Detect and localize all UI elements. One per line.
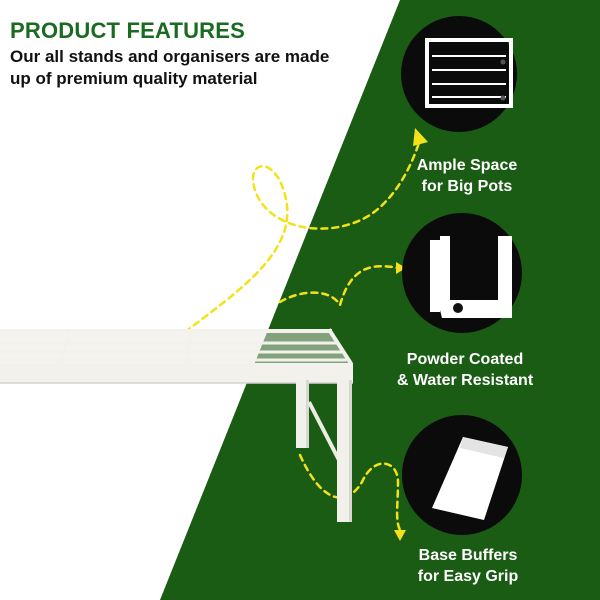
arrow-head-2 <box>396 262 406 274</box>
feature-line: & Water Resistant <box>396 372 534 389</box>
feature-label-base-buffers: Base Buffers for Easy Grip <box>373 545 563 587</box>
page-title: PRODUCT FEATURES <box>10 18 246 43</box>
feature-label-ample-space: Ample Space for Big Pots <box>372 155 562 197</box>
feature-line: Base Buffers <box>418 547 518 564</box>
feature-line: Powder Coated <box>406 351 524 368</box>
green-background-panel <box>160 0 600 600</box>
plant-stand-image <box>0 328 353 522</box>
rubber-buffer-icon <box>432 437 508 520</box>
wire-grid-icon <box>425 38 513 108</box>
subtitle-text: Our all stands and organisers are made u… <box>10 47 330 88</box>
feature-label-powder-coated: Powder Coated & Water Resistant <box>370 349 560 391</box>
arrow-head-3 <box>394 530 406 541</box>
dashed-arrow-1 <box>183 138 422 334</box>
arrow-head-1 <box>413 128 428 146</box>
corner-joint-icon <box>430 236 512 318</box>
feature-circle-1 <box>401 16 517 132</box>
feature-line: for Big Pots <box>421 178 513 195</box>
feature-line: Ample Space <box>416 157 518 174</box>
dashed-arrow-3 <box>298 453 402 532</box>
dashed-arrow-2 <box>278 264 400 309</box>
feature-line: for Easy Grip <box>417 568 519 585</box>
